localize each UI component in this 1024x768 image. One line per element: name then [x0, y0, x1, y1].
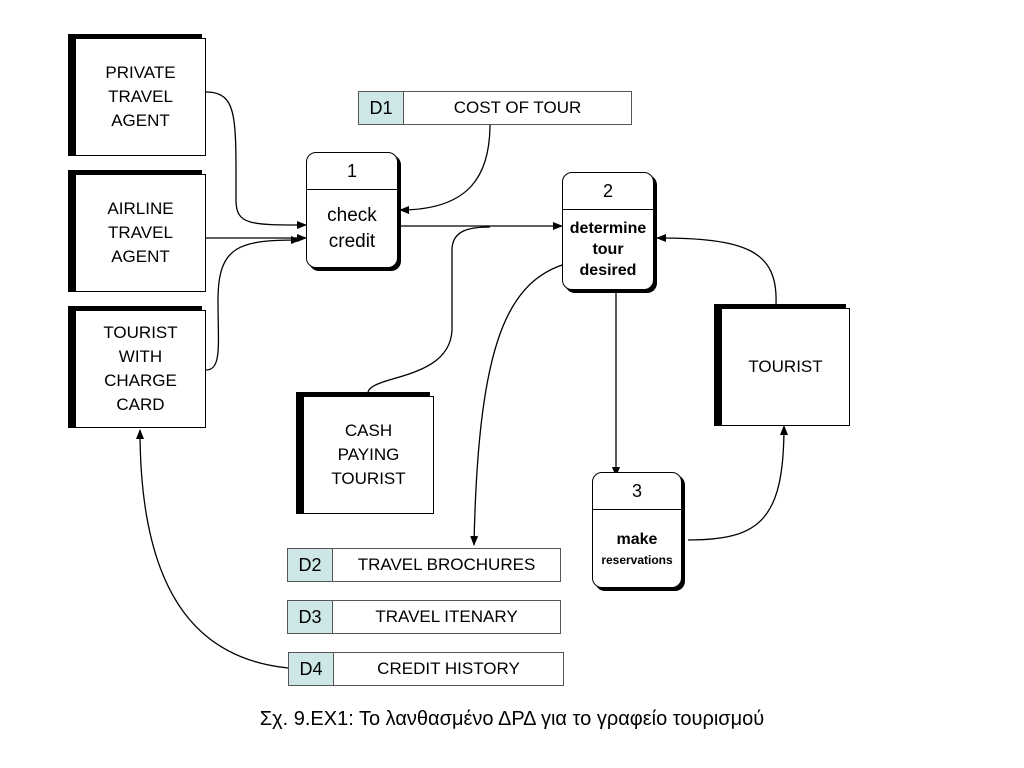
process-check-credit: 1 check credit [306, 152, 401, 271]
flow-cost-of-tour-to-check-credit [399, 123, 491, 214]
data-store-d1-id: D1 [359, 92, 404, 124]
process-determine-tour-desired: 2 determine tour desired [562, 172, 657, 293]
data-store-travel-itenary: D3 TRAVEL ITENARY [287, 600, 561, 634]
external-entity-airline-travel-agent: AIRLINE TRAVEL AGENT [68, 170, 206, 292]
data-store-d3-name: TRAVEL ITENARY [375, 607, 518, 626]
flow-make-reservations-to-tourist [687, 425, 788, 541]
data-store-d2-id: D2 [288, 549, 333, 581]
tourist-label: TOURIST [721, 308, 850, 426]
flow-credit-history-to-tourist-card [136, 429, 289, 669]
process-1-name: check credit [327, 204, 377, 252]
process-1-number: 1 [307, 153, 397, 190]
cash-paying-tourist-label: CASH PAYING TOURIST [303, 396, 434, 514]
process-3-number: 3 [593, 473, 681, 510]
external-entity-tourist: TOURIST [714, 304, 850, 426]
tourist-with-charge-card-label: TOURIST WITH CHARGE CARD [75, 310, 206, 428]
figure-caption: Σχ. 9.ΕΧ1: Το λανθασμένο ΔΡΔ για το γραφ… [259, 708, 765, 730]
flow-determine-tour-travel-brochures [470, 258, 572, 546]
process-3-name-line2: reservations [601, 552, 673, 567]
external-entity-tourist-with-charge-card: TOURIST WITH CHARGE CARD [68, 306, 206, 428]
data-store-travel-brochures: D2 TRAVEL BROCHURES [287, 548, 561, 582]
flow-tourist-to-determine-tour [656, 234, 777, 305]
airline-travel-agent-label: AIRLINE TRAVEL AGENT [75, 174, 206, 292]
data-store-cost-of-tour: D1 COST OF TOUR [358, 91, 632, 125]
process-make-reservations: 3 make reservations [592, 472, 685, 591]
data-store-d3-id: D3 [288, 601, 333, 633]
flow-cash-tourist-to-determine-tour [367, 226, 491, 393]
data-store-credit-history: D4 CREDIT HISTORY [288, 652, 564, 686]
external-entity-private-travel-agent: PRIVATE TRAVEL AGENT [68, 34, 206, 156]
flow-private-agent-to-check-credit [205, 91, 307, 229]
data-store-d4-id: D4 [289, 653, 334, 685]
process-2-number: 2 [563, 173, 653, 210]
process-2-name: determine tour desired [569, 220, 647, 279]
data-store-d4-name: CREDIT HISTORY [377, 659, 520, 678]
private-travel-agent-label: PRIVATE TRAVEL AGENT [75, 38, 206, 156]
external-entity-cash-paying-tourist: CASH PAYING TOURIST [296, 392, 434, 514]
data-store-d2-name: TRAVEL BROCHURES [357, 555, 536, 574]
flow-tourist-card-to-check-credit [205, 236, 301, 371]
data-store-d1-name: COST OF TOUR [453, 98, 582, 117]
process-3-name: make [616, 530, 658, 548]
